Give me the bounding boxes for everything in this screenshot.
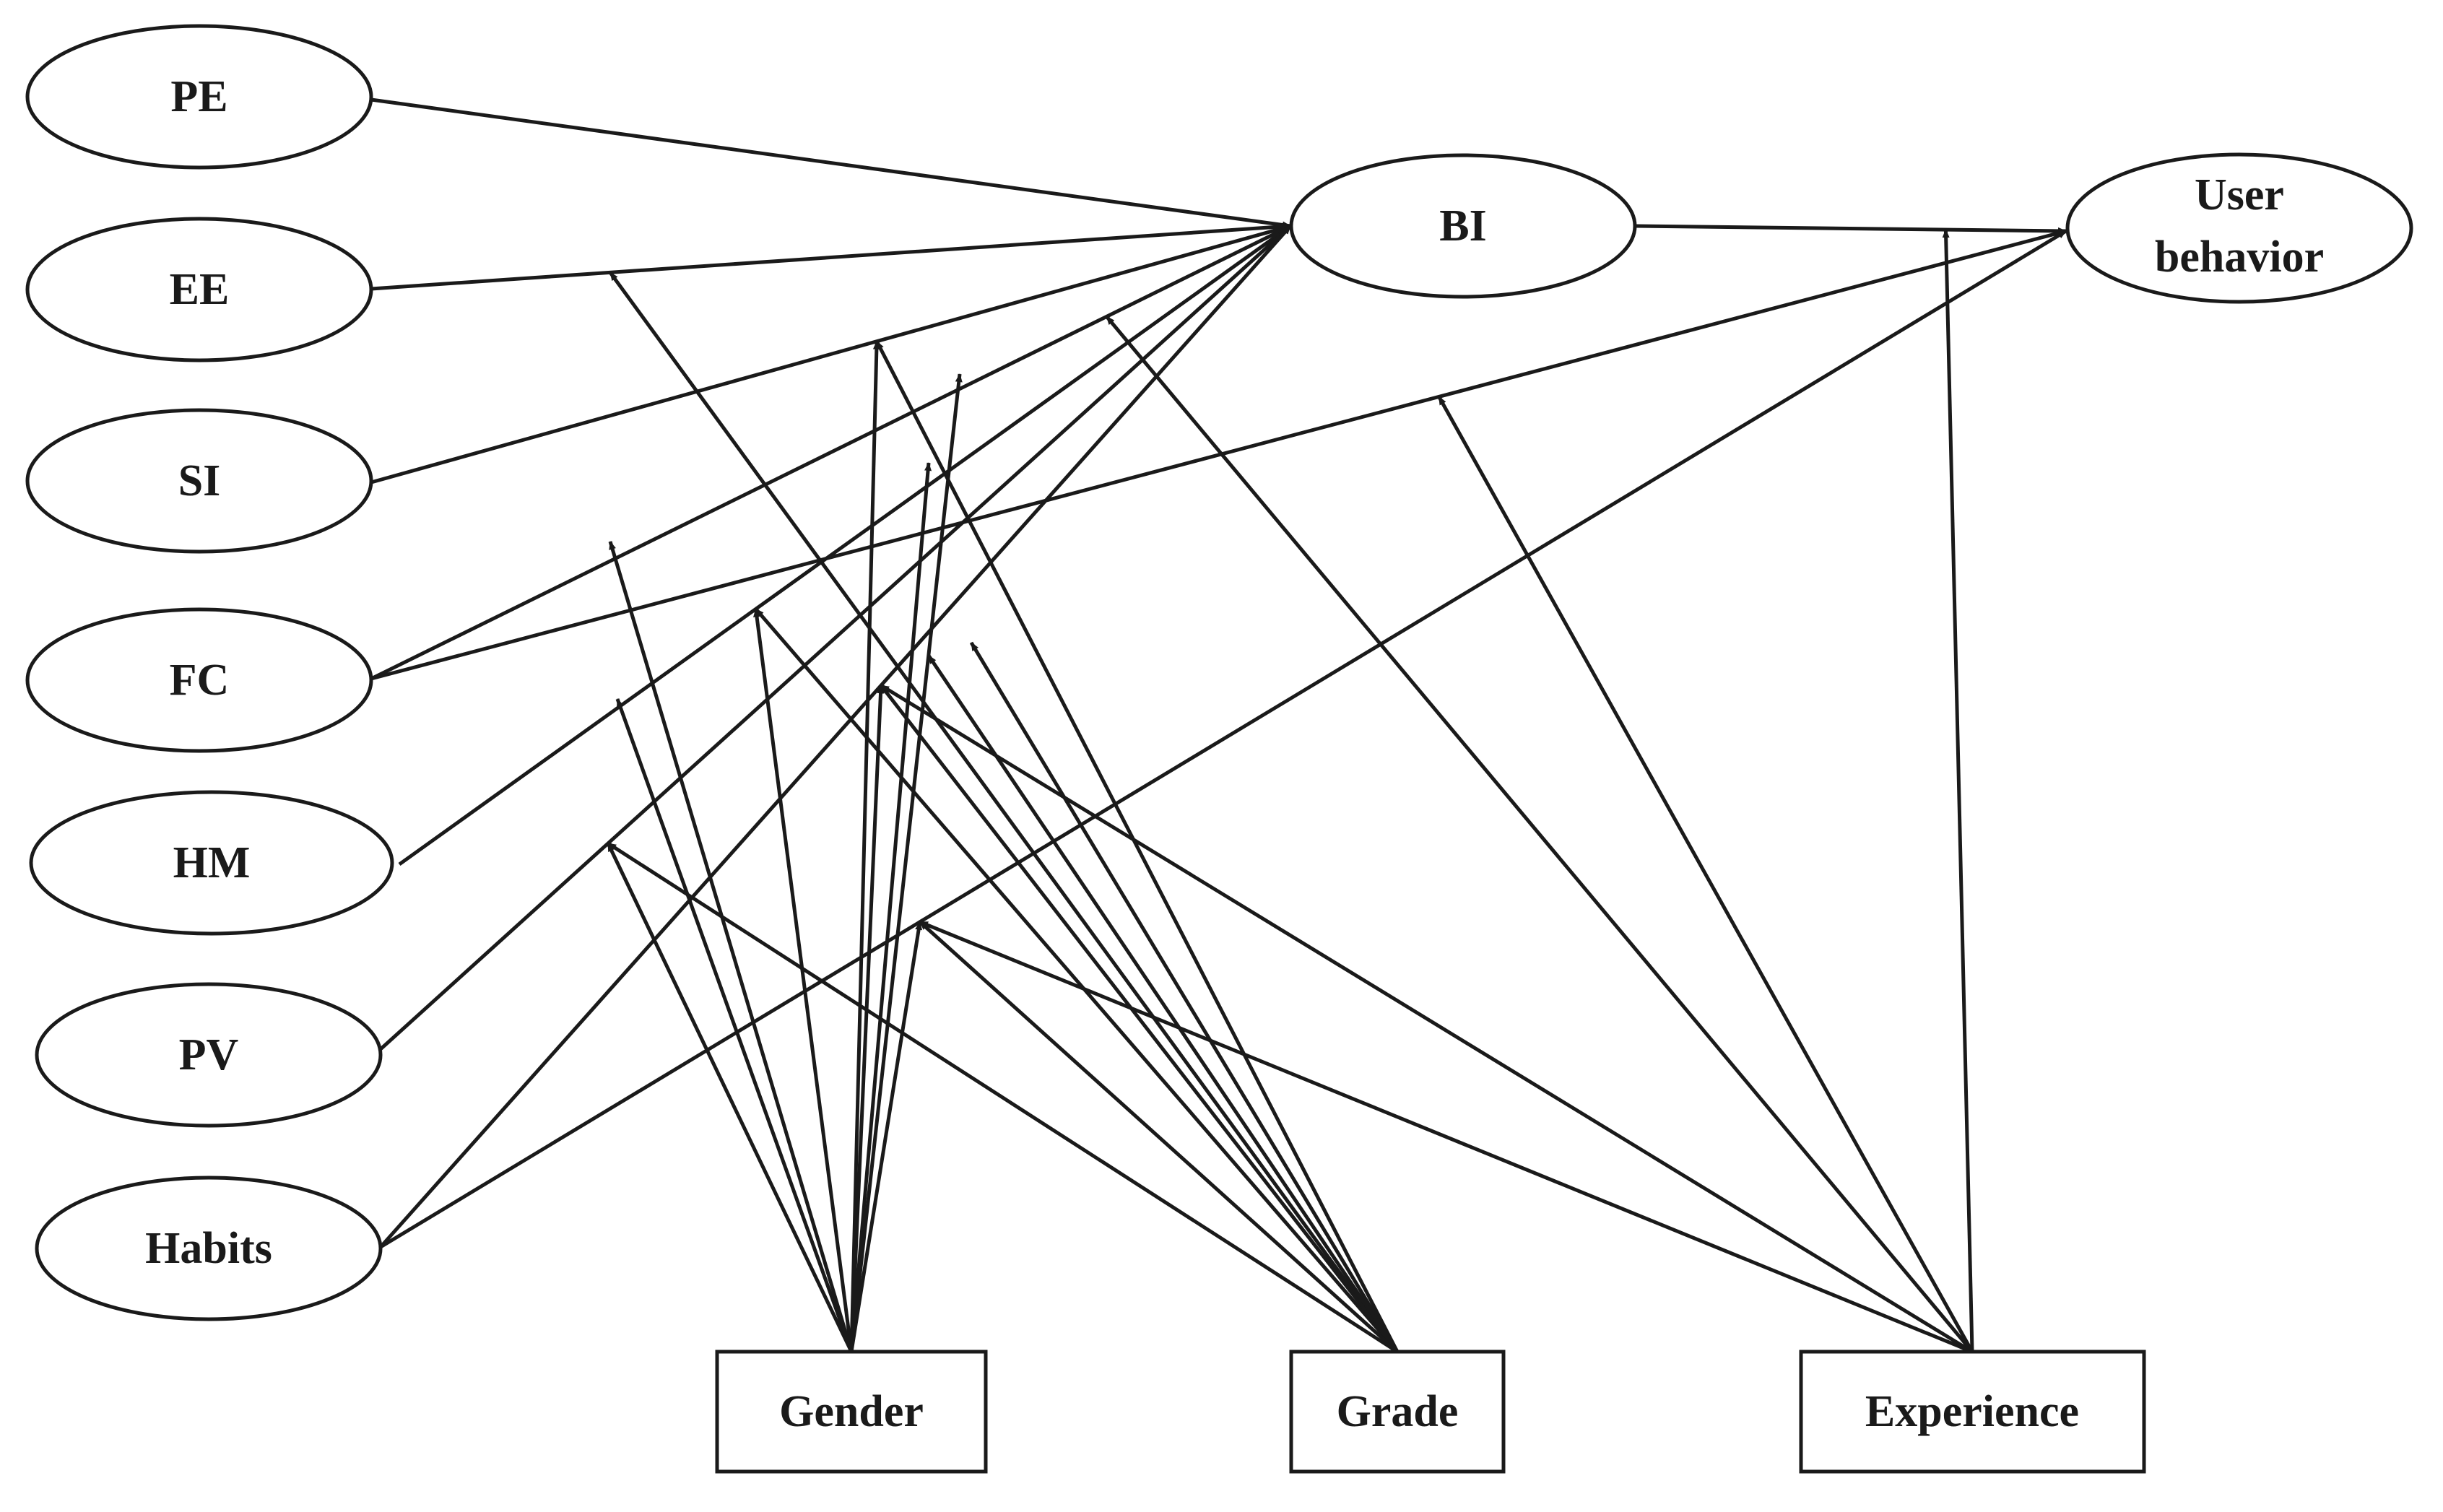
- moderation-arrow-extra: [615, 698, 854, 1352]
- moderation-arrow-gender-to-si-bi: [849, 340, 880, 1352]
- moderation-arrow-grade-to-hm-bi: [754, 607, 1399, 1353]
- node-pe: PE: [25, 24, 373, 170]
- path-arrow-si-to-bi: [370, 224, 1291, 485]
- node-bi: BI: [1289, 153, 1637, 299]
- moderation-arrow-grade-to-si-bi: [875, 340, 1400, 1353]
- node-user-behavior-label-line-2: behavior: [2155, 233, 2324, 282]
- node-fc-label: FC: [170, 656, 230, 705]
- path-arrow-pe-to-bi: [370, 97, 1291, 229]
- node-experience: Experience: [1799, 1350, 2146, 1474]
- moderation-arrow-grade-to-pv-bi: [607, 841, 1399, 1354]
- moderation-arrow-extra: [608, 541, 854, 1352]
- path-arrow-habits-to-bi: [379, 225, 1292, 1248]
- node-bi-label: BI: [1439, 201, 1486, 251]
- node-grade-label: Grade: [1337, 1387, 1459, 1436]
- path-arrow-habits-to-ub: [379, 229, 2067, 1249]
- path-arrow-ee-to-bi: [370, 222, 1291, 291]
- path-arrow-fc-to-ub: [370, 229, 2067, 681]
- moderation-arrow-extra: [849, 462, 932, 1352]
- node-ee: EE: [25, 217, 373, 362]
- node-pv: PV: [35, 982, 383, 1128]
- moderation-arrow-grade-to-habits-ub: [919, 920, 1399, 1353]
- moderation-arrow-experience-to-habits-bi: [880, 684, 1974, 1354]
- path-arrow-pv-to-bi: [379, 225, 1292, 1051]
- node-experience-label: Experience: [1865, 1387, 2079, 1436]
- node-ee-label: EE: [170, 265, 230, 314]
- path-arrow-hm-to-bi: [398, 224, 1292, 866]
- node-habits: Habits: [35, 1176, 383, 1321]
- edges-layer: [370, 97, 2067, 1354]
- node-pe-label: PE: [170, 72, 227, 121]
- moderation-arrow-extra: [849, 373, 963, 1352]
- moderation-arrow-grade-to-ee-bi: [608, 271, 1400, 1353]
- moderation-arrow-gender-to-pv-bi: [606, 842, 854, 1353]
- node-hm: HM: [29, 790, 394, 936]
- node-hm-label: HM: [173, 838, 251, 887]
- node-pv-label: PV: [179, 1030, 239, 1079]
- moderation-arrow-experience-to-bi-ub: [1942, 229, 1974, 1352]
- node-gender: Gender: [715, 1350, 988, 1474]
- node-gender-label: Gender: [779, 1387, 924, 1436]
- path-arrow-fc-to-bi: [370, 224, 1292, 681]
- moderation-arrow-extra: [927, 654, 1400, 1353]
- path-arrow-bi-to-ub: [1636, 224, 2067, 235]
- moderation-arrow-grade-to-habits-bi: [880, 684, 1399, 1353]
- moderation-arrow-extra: [969, 641, 1400, 1353]
- moderation-arrow-experience-to-fc-ub: [1437, 396, 1974, 1353]
- node-habits-label: Habits: [145, 1224, 272, 1273]
- moderation-arrow-gender-to-habits-ub: [849, 921, 923, 1352]
- moderation-arrow-gender-to-hm-bi: [753, 608, 854, 1352]
- moderation-arrow-experience-to-habits-ub: [919, 920, 1973, 1354]
- node-grade: Grade: [1289, 1350, 1506, 1474]
- moderation-arrow-gender-to-habits-bi: [849, 685, 885, 1352]
- node-si: SI: [25, 408, 373, 554]
- node-si-label: SI: [178, 456, 221, 505]
- moderation-arrow-experience-to-fc-bi: [1105, 315, 1974, 1353]
- node-user-behavior-label-line-1: User: [2195, 170, 2284, 220]
- node-fc: FC: [25, 607, 373, 753]
- node-user-behavior: User behavior: [2065, 152, 2413, 304]
